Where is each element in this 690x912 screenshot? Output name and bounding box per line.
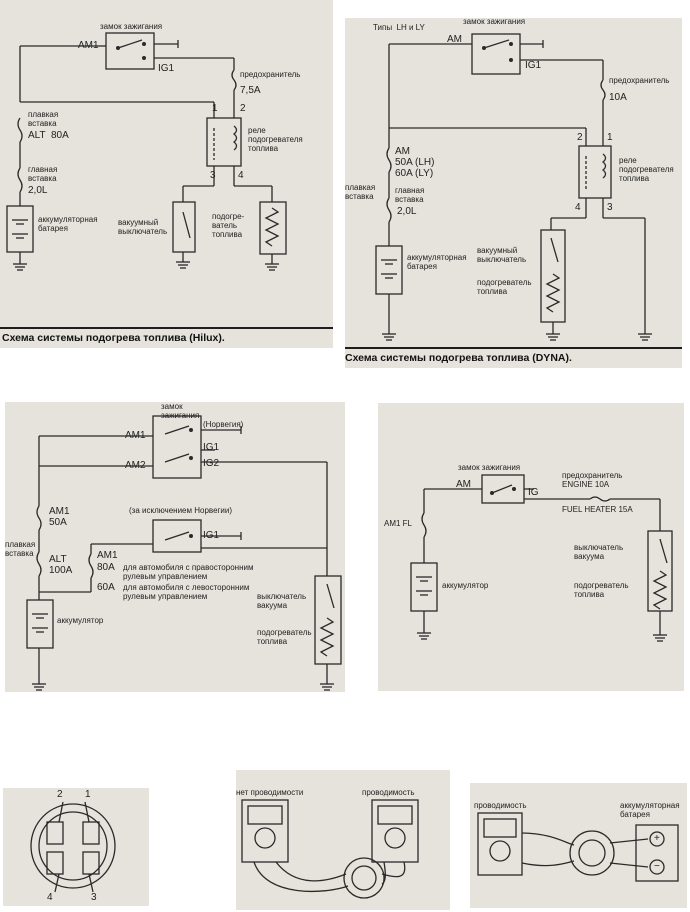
- dyna-diagram-panel: Типы LH и LY замок зажигания AM IG1 пред…: [345, 18, 682, 368]
- 2l-label: 2,0L: [28, 185, 48, 196]
- hilux-caption: Схема системы подогрева топлива (Hilux).: [2, 332, 225, 344]
- ignition-switch-label: замок зажигания: [463, 18, 526, 26]
- fuel-heater-label: подогреватель топлива: [574, 581, 629, 599]
- relay-pin-2: 2: [577, 132, 583, 143]
- main-fusible-label: главная вставка: [395, 186, 425, 204]
- vacuum-switch-label: выключатель вакуума: [574, 543, 624, 561]
- am1-label: AM1: [78, 40, 99, 51]
- connector-pin-3: 3: [91, 892, 97, 903]
- norway-diagram-panel: замок зажигания AM1 AM2 (Норвегия) IG1 I…: [5, 402, 345, 692]
- connector-pin-4: 4: [47, 892, 53, 903]
- ignition-switch-label: замок зажигания: [458, 463, 521, 472]
- am1-label: AM1: [125, 430, 146, 441]
- ig-label: IG: [528, 487, 539, 498]
- dyna-wiring: [345, 33, 682, 349]
- fuel-heater-label: подогреватель топлива: [477, 278, 532, 296]
- hilux-wiring: [0, 32, 333, 329]
- connector-pin-2: 2: [57, 789, 63, 800]
- ig1-label: IG1: [203, 442, 220, 453]
- fuel-heater-label: подогреватель топлива: [257, 628, 312, 646]
- relay-pin-4: 4: [575, 202, 581, 213]
- fuse-value: 10A: [609, 92, 627, 103]
- except-norway-label: (за исключением Норвегии): [129, 506, 233, 515]
- battery-test-panel: проводимость аккумуляторная батарея + −: [470, 783, 687, 908]
- conductivity-label: проводимость: [474, 801, 527, 810]
- 2l-label: 2,0L: [397, 206, 417, 217]
- relay-pin-1: 1: [212, 103, 218, 114]
- types-label: Типы LH и LY: [373, 23, 425, 32]
- battery-label: аккумуляторная батарея: [620, 801, 680, 819]
- engine-fuse-wiring: [410, 474, 673, 642]
- relay-pin-1: 1: [607, 132, 613, 143]
- battery-label: аккумулятор: [57, 616, 104, 625]
- conductivity-label: проводимость: [362, 788, 415, 797]
- fuse-label: предохранитель: [609, 76, 670, 85]
- vacuum-switch-label: вакуумный выключатель: [477, 246, 527, 264]
- ig1-label: IG1: [158, 63, 175, 74]
- am1-b-label: AM1: [97, 550, 118, 561]
- relay-pin-3: 3: [210, 170, 216, 181]
- battery-minus: −: [654, 861, 660, 872]
- am-label: AM: [447, 34, 462, 45]
- ig2-label: IG2: [203, 458, 220, 469]
- fusible-link-label: плавкая вставка: [5, 540, 36, 558]
- fuse-label: предохранитель: [240, 70, 301, 79]
- connector-drawing: [30, 801, 116, 893]
- relay-label: реле подогревателя топлива: [619, 156, 674, 183]
- fusible-link-label: плавкая вставка: [28, 110, 59, 128]
- battery-plus: +: [654, 833, 660, 844]
- ignition-switch-label: замок зажигания: [161, 402, 200, 420]
- rhd-note: для автомобиля с правосторонним рулевым …: [123, 563, 254, 581]
- relay-pin-4: 4: [238, 170, 244, 181]
- lhd-note: для автомобиля с левосторонним рулевым у…: [123, 583, 250, 601]
- ig1b-label: IG1: [203, 530, 220, 541]
- fuel-heater-fuse-label: FUEL HEATER 15A: [562, 505, 633, 514]
- relay-pin-3: 3: [607, 202, 613, 213]
- am-label: AM: [456, 479, 471, 490]
- am2-label: AM2: [125, 460, 146, 471]
- vacuum-switch-label: вакуумный выключатель: [118, 218, 168, 236]
- norway-wiring: [26, 415, 342, 691]
- alt-100a-label: ALT 100A: [49, 554, 73, 576]
- fuse-value: 7,5А: [240, 85, 261, 96]
- relay-pin-2: 2: [240, 103, 246, 114]
- 60a-label: 60A: [97, 582, 115, 593]
- ignition-switch-label: замок зажигания: [100, 22, 163, 31]
- vacuum-switch-label: выключатель вакуума: [257, 592, 307, 610]
- battery-test-drawing: [477, 812, 679, 882]
- battery-label: аккумулятор: [442, 581, 489, 590]
- engine-fuse-diagram-panel: замок зажигания AM IG предохранитель ENG…: [378, 403, 684, 691]
- am-fuse-label: AM 50A (LH) 60A (LY): [395, 146, 435, 179]
- hilux-diagram-panel: замок зажигания AM1 IG1 предохранитель 7…: [0, 0, 333, 348]
- am1-fl-label: AM1 FL: [384, 519, 413, 528]
- battery-label: аккумуляторная батарея: [407, 253, 467, 271]
- no-conductivity-label: нет проводимости: [236, 788, 304, 797]
- ohmmeter-test-drawing: [241, 799, 419, 899]
- dyna-caption: Схема системы подогрева топлива (DYNA).: [345, 352, 572, 364]
- conductivity-test-panel: нет проводимости проводимость: [236, 770, 450, 910]
- connector-pin-1: 1: [85, 789, 91, 800]
- am1-50a-label: AM1 50A: [49, 506, 70, 528]
- main-fusible-label: главная вставка: [28, 165, 58, 183]
- fusible-link-label: плавкая вставка: [345, 183, 376, 201]
- relay-label: реле подогревателя топлива: [248, 126, 303, 153]
- fuel-heater-label: подогре- ватель топлива: [212, 212, 245, 239]
- relay-connector-panel: 2 1 4 3: [3, 788, 149, 906]
- 80a-label: 80A: [97, 562, 115, 573]
- norway-label: (Норвегия): [203, 420, 244, 429]
- ig1-label: IG1: [525, 60, 542, 71]
- engine-fuse-label: предохранитель ENGINE 10A: [562, 471, 623, 489]
- battery-label: аккумуляторная батарея: [38, 215, 98, 233]
- alt-fuse-label: ALT 80А: [28, 130, 69, 141]
